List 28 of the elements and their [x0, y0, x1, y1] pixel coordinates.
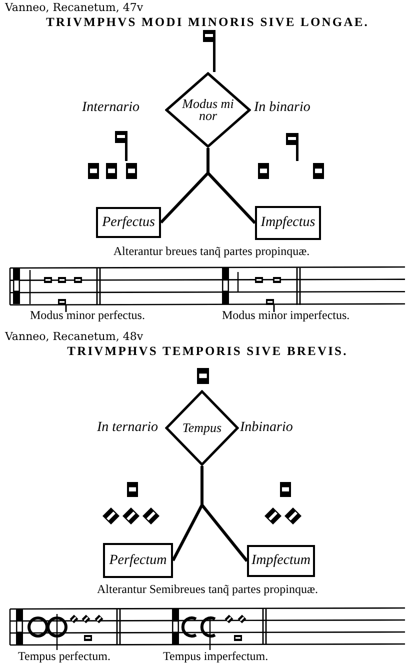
source-note: Vanneo, Recanetum, 48v [5, 330, 144, 343]
connector-line [206, 148, 256, 224]
heading: TRIVMPHVS TEMPORIS SIVE BREVIS. [67, 344, 348, 358]
decision-diamond [165, 72, 251, 148]
caption-text: Tempus imperfectum. [163, 649, 268, 663]
caption-text: Modus minor perfectus. [30, 308, 145, 322]
caption-text: Tempus perfectum. [18, 649, 110, 663]
heading: TRIVMPHVS MODI MINORIS SIVE LONGAE. [46, 15, 370, 29]
diamond-label: Modus mi nor [181, 98, 235, 122]
side-label: Inbinario [240, 420, 293, 435]
box-label: Impfectum [251, 555, 311, 567]
caption-text: Modus minor imperfectus. [222, 308, 350, 322]
box-label: Perfectum [109, 554, 167, 566]
label-box [255, 206, 321, 240]
label-box [103, 543, 173, 578]
box-label: Impfectus [260, 217, 316, 229]
source-note: Vanneo, Recanetum, 47v [5, 1, 144, 14]
side-label: In ternario [97, 420, 158, 435]
caption-text: Alterantur breues tanq̃ partes propinquæ. [113, 244, 310, 258]
caption-text: Alterantur Semibreues tanq̃ partes propinquæ. [97, 582, 318, 596]
box-label: Perfectus [102, 216, 155, 228]
label-box [96, 207, 161, 238]
side-label: Internario [82, 100, 140, 115]
decision-diamond [165, 390, 239, 466]
label-box [247, 545, 315, 577]
diamond-label: Tempus [181, 422, 223, 434]
connector-line [200, 466, 248, 562]
side-label: In binario [254, 100, 310, 115]
